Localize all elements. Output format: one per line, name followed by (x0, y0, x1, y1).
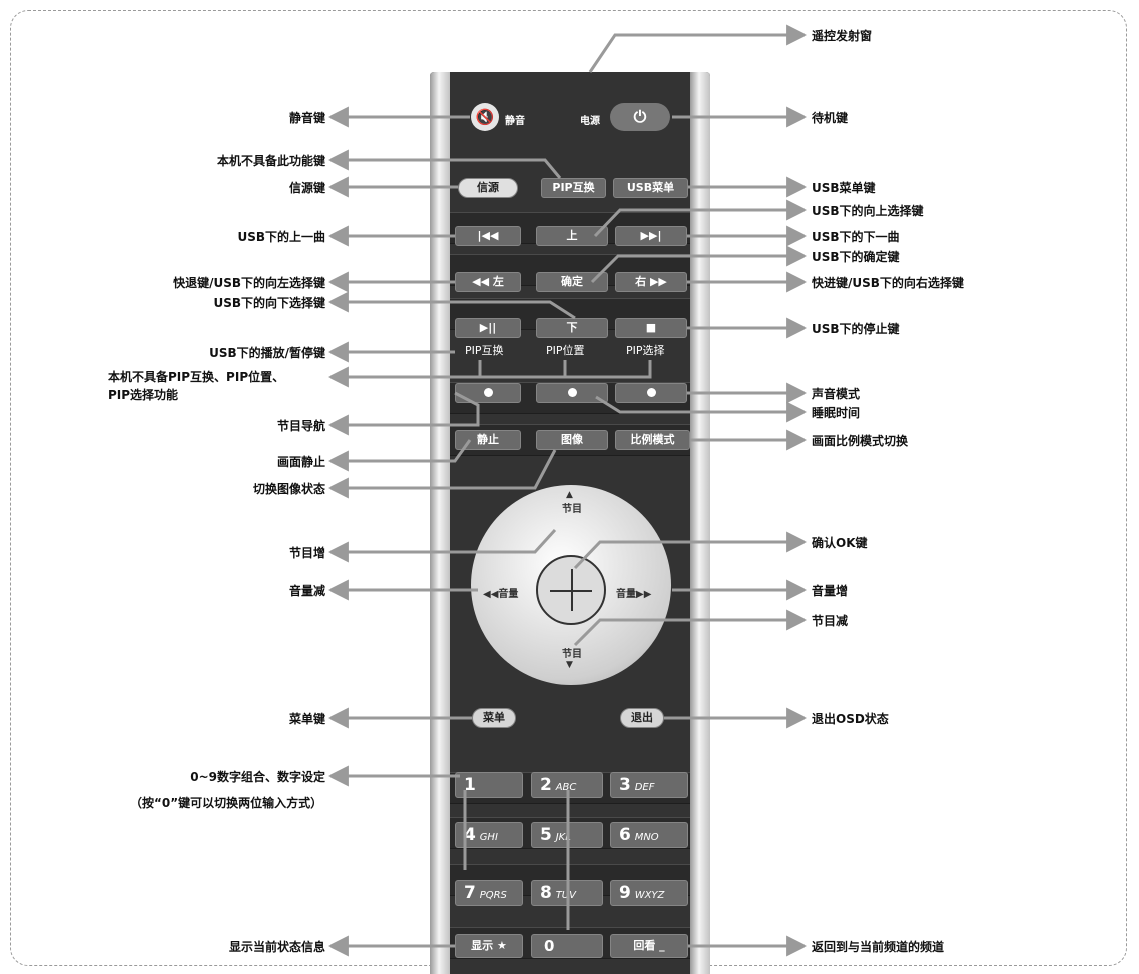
leader-line (588, 24, 808, 73)
label-vol-down: 音量减 (288, 584, 325, 598)
label-usb-menu: USB菜单键 (812, 181, 876, 195)
leader-line (595, 395, 808, 423)
picture-mode-button[interactable]: 图像 (536, 430, 608, 450)
power-icon[interactable]: ⏻ (610, 103, 670, 131)
label-ch-down: 节目减 (812, 614, 849, 628)
label-picture-mode: 切换图像状态 (252, 482, 325, 496)
label-digits: 0~9数字组合、数字设定 (190, 770, 325, 784)
label-rewind: 快退键/USB下的向左选择键 (173, 276, 325, 290)
channel-down-label: 节目 (562, 649, 582, 660)
digit-1-button[interactable]: 1 (455, 772, 523, 798)
label-mute: 静音键 (288, 111, 325, 125)
label-standby: 待机键 (812, 111, 849, 125)
label-pip-line2: PIP选择功能 (108, 388, 179, 402)
label-usb-stop: USB下的停止键 (812, 322, 900, 336)
leader-line (573, 531, 808, 570)
ok-crosshair-icon (571, 569, 573, 611)
label-freeze: 画面静止 (276, 455, 325, 469)
play-pause-button[interactable]: ▶|| (455, 318, 521, 338)
label-forward: 快进键/USB下的向右选择键 (812, 276, 964, 290)
label-no-function: 本机不具备此功能键 (216, 154, 325, 168)
next-track-button[interactable]: ▶▶| (615, 226, 687, 246)
leader-line (327, 391, 480, 436)
picture-ratio-button[interactable]: 比例模式 (615, 430, 690, 450)
power-label: 电源 (580, 116, 600, 127)
pip-select-label: PIP选择 (626, 344, 665, 357)
exit-button[interactable]: 退出 (620, 708, 664, 728)
right-rail (690, 72, 710, 974)
confirm-button[interactable]: 确定 (536, 272, 608, 292)
label-digits-note: （按“0”键可以切换两位输入方式） (130, 796, 323, 810)
up-button[interactable]: 上 (536, 226, 608, 246)
volume-up-label: 音量▶▶ (616, 589, 652, 600)
digit-3-button[interactable]: 3 DEF (610, 772, 688, 798)
sleep-button[interactable] (536, 383, 608, 403)
return-button[interactable]: 回看 _ (610, 934, 688, 958)
label-ok: 确认OK键 (812, 536, 868, 550)
label-return: 返回到与当前频道的频道 (812, 940, 945, 954)
sound-mode-button[interactable] (615, 383, 687, 403)
display-button[interactable]: 显示 ★ (455, 934, 523, 958)
dot-icon (567, 388, 577, 397)
label-usb-prev: USB下的上一曲 (237, 230, 325, 244)
freeze-button[interactable]: 静止 (455, 430, 521, 450)
channel-up-label: 节目 (562, 504, 582, 515)
leader-line (327, 449, 557, 499)
pip-position-label: PIP位置 (546, 344, 585, 357)
dot-icon (483, 388, 493, 397)
digit-0-button[interactable]: 0 (531, 934, 603, 958)
source-button[interactable]: 信源 (458, 178, 518, 198)
digit-7-button[interactable]: 7 PQRS (455, 880, 523, 906)
label-ch-up: 节目增 (288, 546, 325, 560)
digit-6-button[interactable]: 6 MNO (610, 822, 688, 848)
label-sleep: 睡眠时间 (812, 406, 861, 420)
volume-down-label: ◀◀音量 (483, 589, 519, 600)
label-source: 信源键 (288, 181, 325, 195)
label-usb-down: USB下的向下选择键 (213, 296, 325, 310)
left-rail (430, 72, 450, 974)
pip-swap-button[interactable]: PIP互换 (541, 178, 606, 198)
leader-line (327, 149, 562, 179)
label-usb-play: USB下的播放/暂停键 (209, 346, 325, 360)
rewind-left-button[interactable]: ◀◀ 左 (455, 272, 521, 292)
prev-track-button[interactable]: |◀◀ (455, 226, 521, 246)
dot-icon (646, 388, 656, 397)
label-pip-line1: 本机不具备PIP互换、PIP位置、 (108, 370, 285, 384)
mute-icon[interactable]: 🔇 (471, 103, 499, 131)
forward-right-button[interactable]: 右 ▶▶ (615, 272, 687, 292)
channel-up-arrow-icon: ▲ (566, 490, 573, 500)
leader-line (327, 439, 472, 472)
leader-line (573, 609, 808, 647)
digit-9-button[interactable]: 9 WXYZ (610, 880, 688, 906)
menu-button[interactable]: 菜单 (472, 708, 516, 728)
label-vol-up: 音量增 (812, 584, 849, 598)
label-usb-next: USB下的下一曲 (812, 230, 900, 244)
label-epg: 节目导航 (276, 419, 325, 433)
label-usb-confirm: USB下的确定键 (812, 250, 900, 264)
mute-label: 静音 (505, 116, 525, 127)
label-osd-exit: 退出OSD状态 (812, 712, 889, 726)
pip-swap-label: PIP互换 (465, 344, 504, 357)
label-menu: 菜单键 (288, 712, 325, 726)
leader-line (593, 199, 808, 238)
label-display: 显示当前状态信息 (228, 940, 325, 954)
leader-line (327, 528, 557, 563)
usb-menu-button[interactable]: USB菜单 (613, 178, 688, 198)
leader-line (327, 291, 576, 320)
channel-down-arrow-icon: ▼ (566, 660, 573, 670)
down-button[interactable]: 下 (536, 318, 608, 338)
label-sound-mode: 声音模式 (812, 387, 861, 401)
label-infrared: 遥控发射窗 (812, 29, 873, 43)
label-usb-up: USB下的向上选择键 (812, 204, 924, 218)
ok-button[interactable] (536, 555, 606, 625)
label-picture-ratio: 画面比例模式切换 (812, 434, 909, 448)
stop-button[interactable]: ■ (615, 318, 687, 338)
leader-line (590, 245, 808, 284)
